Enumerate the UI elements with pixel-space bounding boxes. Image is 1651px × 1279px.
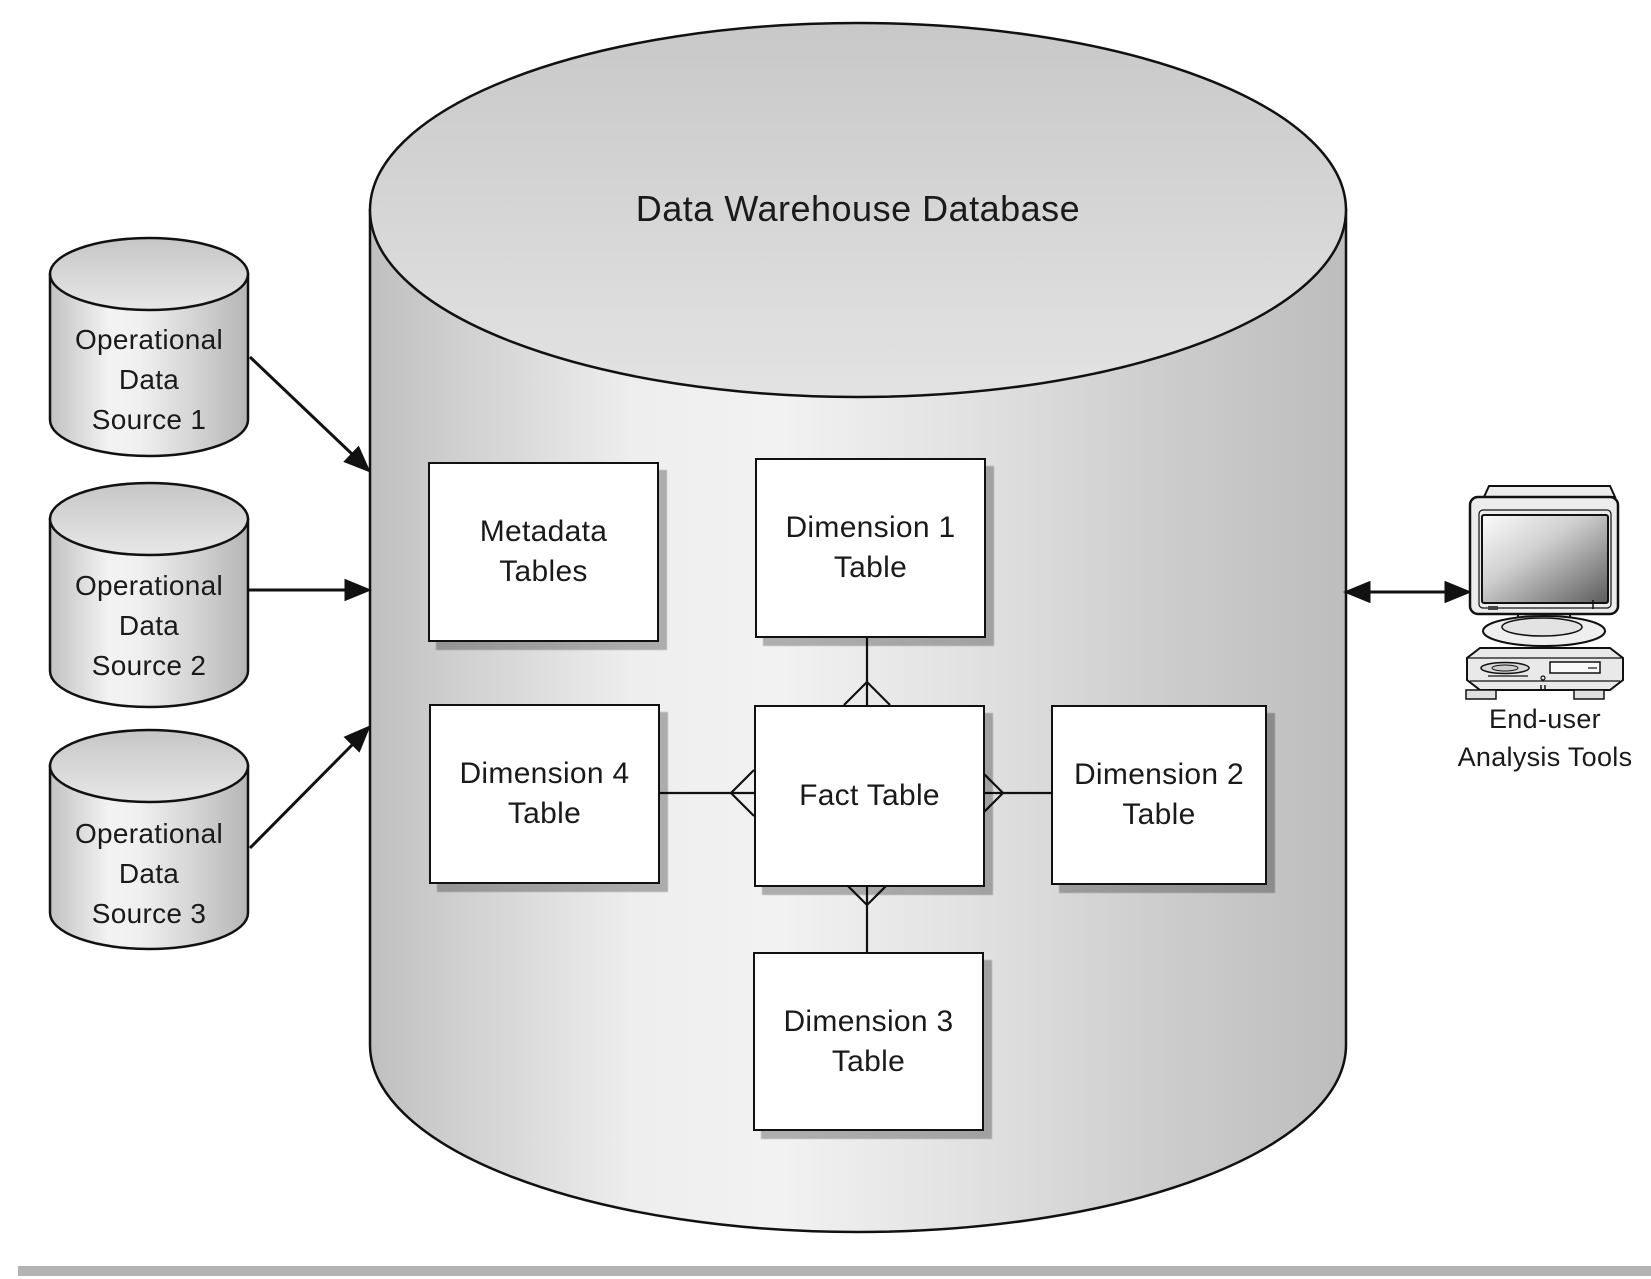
fact-table-box: Fact Table xyxy=(754,705,985,887)
source-3-label: Operational Data Source 3 xyxy=(74,818,224,929)
computer-icon xyxy=(1465,485,1624,700)
arrow-warehouse-enduser xyxy=(1343,580,1472,604)
dimension-3-table-box: Dimension 3 Table xyxy=(753,952,984,1131)
end-user-label: End-user Analysis Tools xyxy=(1457,704,1633,772)
source-1-label: Operational Data Source 1 xyxy=(74,324,224,435)
dimension-4-table-box: Dimension 4 Table xyxy=(429,704,660,884)
arrow-source2-to-warehouse xyxy=(248,578,372,602)
source-2-label: Operational Data Source 2 xyxy=(74,570,224,681)
arrow-source1-to-warehouse xyxy=(248,355,371,473)
dimension-2-table-box: Dimension 2 Table xyxy=(1051,705,1267,885)
arrow-source3-to-warehouse xyxy=(248,725,371,850)
source-cylinder-2-icon xyxy=(48,481,250,709)
metadata-tables-box: Metadata Tables xyxy=(428,462,659,642)
footer-rule-bar xyxy=(18,1266,1651,1276)
source-cylinder-1-icon xyxy=(48,236,250,458)
source-cylinder-3-icon xyxy=(48,728,250,951)
fact-connectors xyxy=(655,633,1051,952)
warehouse-title: Data Warehouse Database xyxy=(635,188,1081,229)
dimension-1-table-box: Dimension 1 Table xyxy=(755,458,986,638)
